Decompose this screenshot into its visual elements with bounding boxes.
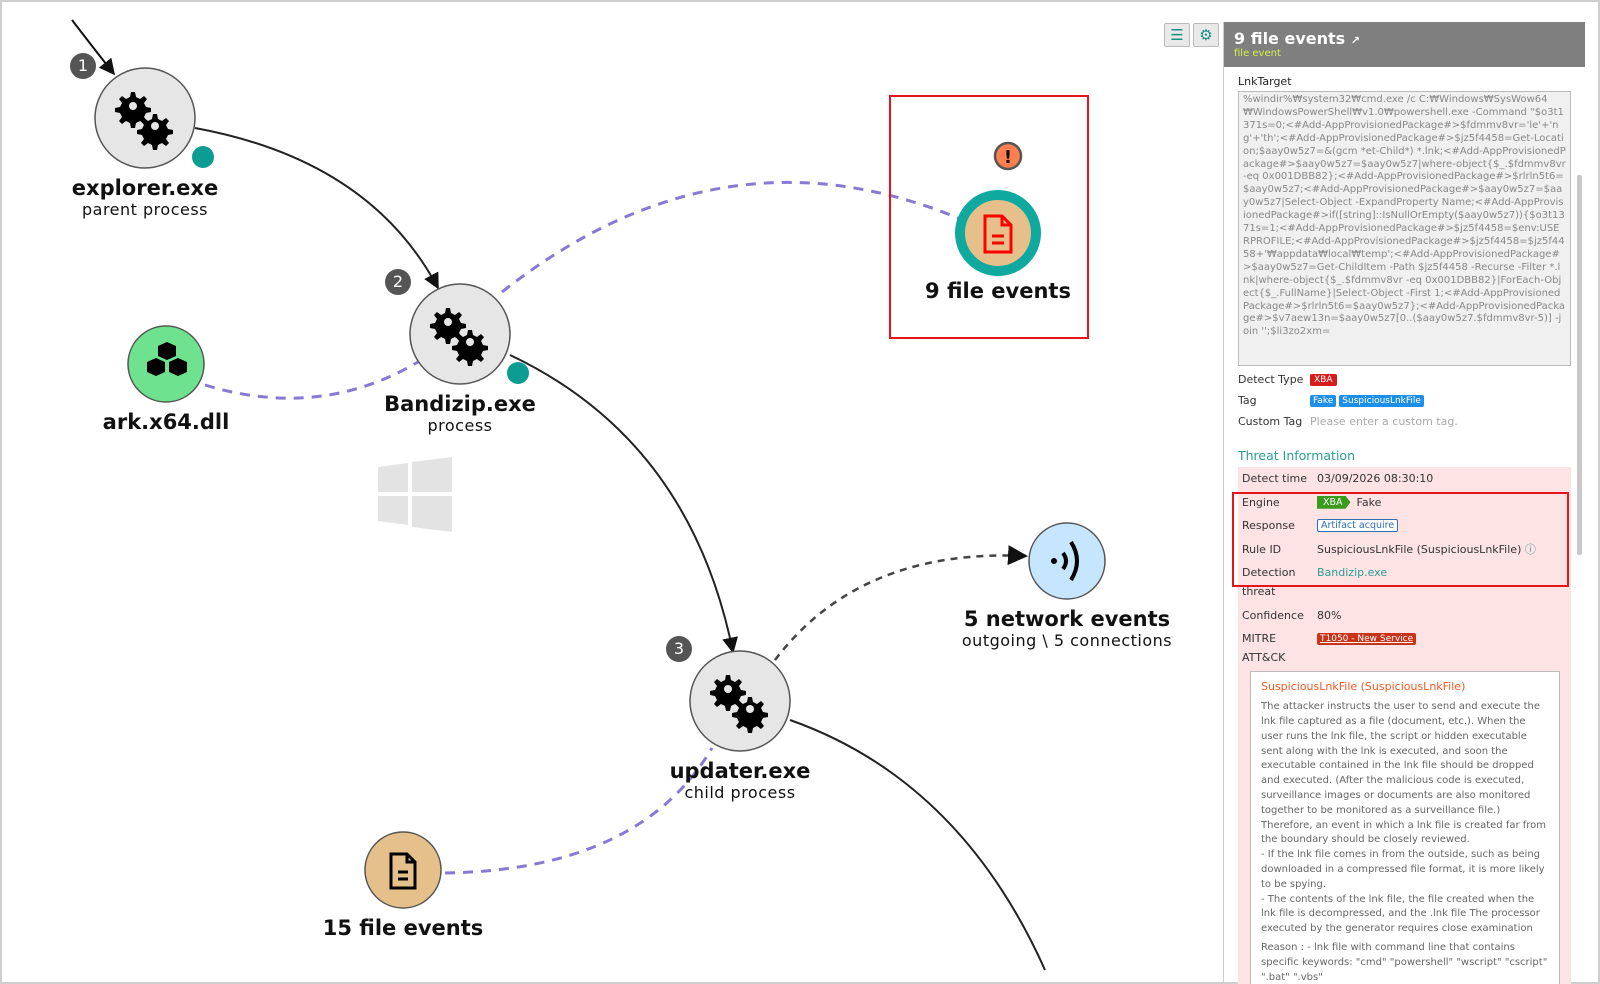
document-icon xyxy=(389,852,417,890)
edge-ark-bandizip xyxy=(204,360,419,400)
node-ark[interactable] xyxy=(127,325,205,403)
rule-id-label: Rule ID xyxy=(1242,542,1282,556)
detect-time-label: Detect time xyxy=(1242,472,1308,486)
detection-link[interactable]: Bandizip.exe xyxy=(1317,566,1388,580)
external-link-icon[interactable]: ↗ xyxy=(1350,34,1360,47)
node-label-file9: 9 file events xyxy=(925,279,1071,303)
windows-logo-icon xyxy=(378,457,452,532)
rule-id-value: SuspiciousLnkFile (SuspiciousLnkFile) xyxy=(1317,542,1522,556)
gear-icon: ⚙ xyxy=(1199,26,1213,44)
node-label-ark: ark.x64.dll xyxy=(103,410,230,434)
custom-tag-label: Custom Tag xyxy=(1238,415,1303,428)
detect-type-label: Detect Type xyxy=(1238,373,1304,386)
threat-label: threat xyxy=(1242,584,1276,598)
lnk-target-textarea[interactable]: %windir%₩system32₩cmd.exe /c C:₩Windows₩… xyxy=(1238,91,1571,366)
node-title: 9 file events xyxy=(925,279,1071,303)
node-subtitle: outgoing \ 5 connections xyxy=(961,631,1173,650)
node-subtitle: child process xyxy=(684,783,796,802)
list-view-button[interactable]: ☰ xyxy=(1164,23,1190,47)
threat-info-heading: Threat Information xyxy=(1238,448,1356,463)
highlight-box-file-node xyxy=(889,95,1089,339)
tag-badge[interactable]: Fake xyxy=(1310,394,1337,407)
detail-panel: 9 file events ↗ file event LnkTarget %wi… xyxy=(1223,22,1585,984)
highlight-box-threat-rows xyxy=(1232,492,1569,587)
edge-file15-updater xyxy=(444,747,714,875)
custom-tag-row: Custom Tag Please enter a custom tag. xyxy=(1238,411,1571,432)
detection-label: Detection xyxy=(1242,566,1296,580)
description-text: - The contents of the lnk file, the file… xyxy=(1261,893,1540,935)
node-label-file15: 15 file events xyxy=(323,916,484,940)
node-title: 5 network events xyxy=(963,607,1171,631)
mitre-link[interactable]: T1050 - New Service xyxy=(1317,632,1417,645)
step-badge-2: 2 xyxy=(385,269,411,295)
svg-text:!: ! xyxy=(1004,147,1012,168)
node-file9[interactable]: ! xyxy=(955,141,1041,276)
network-signal-icon xyxy=(1051,540,1079,582)
node-updater[interactable] xyxy=(689,650,791,752)
custom-tag-input[interactable]: Please enter a custom tag. xyxy=(1310,415,1458,428)
panel-scrollbar[interactable] xyxy=(1577,175,1582,555)
node-title: explorer.exe xyxy=(71,176,219,200)
edge-bandizip-updater xyxy=(509,354,738,654)
description-text: Therefore, an event in which a lnk file … xyxy=(1261,819,1547,846)
list-icon: ☰ xyxy=(1170,26,1184,44)
response-button[interactable]: Artifact acquire xyxy=(1317,519,1399,533)
edge-into-explorer xyxy=(71,19,115,76)
engine-label: Engine xyxy=(1242,495,1280,509)
engine-value: Fake xyxy=(1356,495,1382,509)
help-icon[interactable]: ⓘ xyxy=(1524,543,1536,557)
rule-description: SuspiciousLnkFile (SuspiciousLnkFile) Th… xyxy=(1250,670,1560,984)
node-subtitle: parent process xyxy=(81,200,209,219)
panel-header: 9 file events ↗ file event xyxy=(1224,22,1585,67)
settings-button[interactable]: ⚙ xyxy=(1193,23,1219,47)
description-text: - If the lnk file comes in from the outs… xyxy=(1261,849,1545,890)
node-title: Bandizip.exe xyxy=(384,392,536,416)
alert-icon xyxy=(993,141,1023,171)
mitre-label: MITRE xyxy=(1242,632,1277,646)
node-title: updater.exe xyxy=(669,759,811,783)
node-network[interactable] xyxy=(1028,522,1106,600)
tag-badge[interactable]: SuspiciousLnkFile xyxy=(1339,394,1424,407)
detect-time-value: 03/09/2026 08:30:10 xyxy=(1317,472,1434,486)
threat-info-table: Detect time 03/09/2026 08:30:10 Engine XBA… xyxy=(1238,467,1571,984)
lnk-target-label: LnkTarget xyxy=(1238,75,1292,88)
step-badge-1: 1 xyxy=(70,53,96,79)
edge-explorer-bandizip xyxy=(194,127,439,290)
panel-title: 9 file events xyxy=(1234,29,1346,48)
detect-type-badge: XBA xyxy=(1310,373,1337,386)
node-title: ark.x64.dll xyxy=(102,410,230,434)
rule-description-title: SuspiciousLnkFile (SuspiciousLnkFile) xyxy=(1261,679,1466,693)
status-dot xyxy=(192,146,214,168)
description-text: The attacker instructs the user to send … xyxy=(1261,701,1541,816)
module-cubes-icon xyxy=(147,342,187,376)
attck-label: ATT&CK xyxy=(1242,650,1286,664)
document-icon xyxy=(983,214,1013,254)
detect-type-row: Detect Type XBA xyxy=(1238,369,1571,390)
node-bandizip[interactable] xyxy=(409,283,529,385)
engine-badge: XBA xyxy=(1317,495,1351,509)
node-explorer[interactable] xyxy=(94,67,214,169)
response-label: Response xyxy=(1242,519,1295,533)
node-title: 15 file events xyxy=(322,916,484,940)
confidence-label: Confidence xyxy=(1242,608,1304,622)
edge-bandizip-file9 xyxy=(501,180,959,294)
tag-label: Tag xyxy=(1238,394,1257,407)
status-dot xyxy=(507,362,529,384)
node-subtitle: process xyxy=(427,416,493,435)
panel-subtitle: file event xyxy=(1234,48,1281,59)
node-file15[interactable] xyxy=(364,831,442,909)
reason-text: Reason : - lnk file with command line th… xyxy=(1261,942,1548,983)
edge-updater-child xyxy=(789,719,1046,971)
step-badge-3: 3 xyxy=(666,636,692,662)
edge-updater-network xyxy=(774,545,1028,661)
confidence-value: 80% xyxy=(1317,608,1342,622)
